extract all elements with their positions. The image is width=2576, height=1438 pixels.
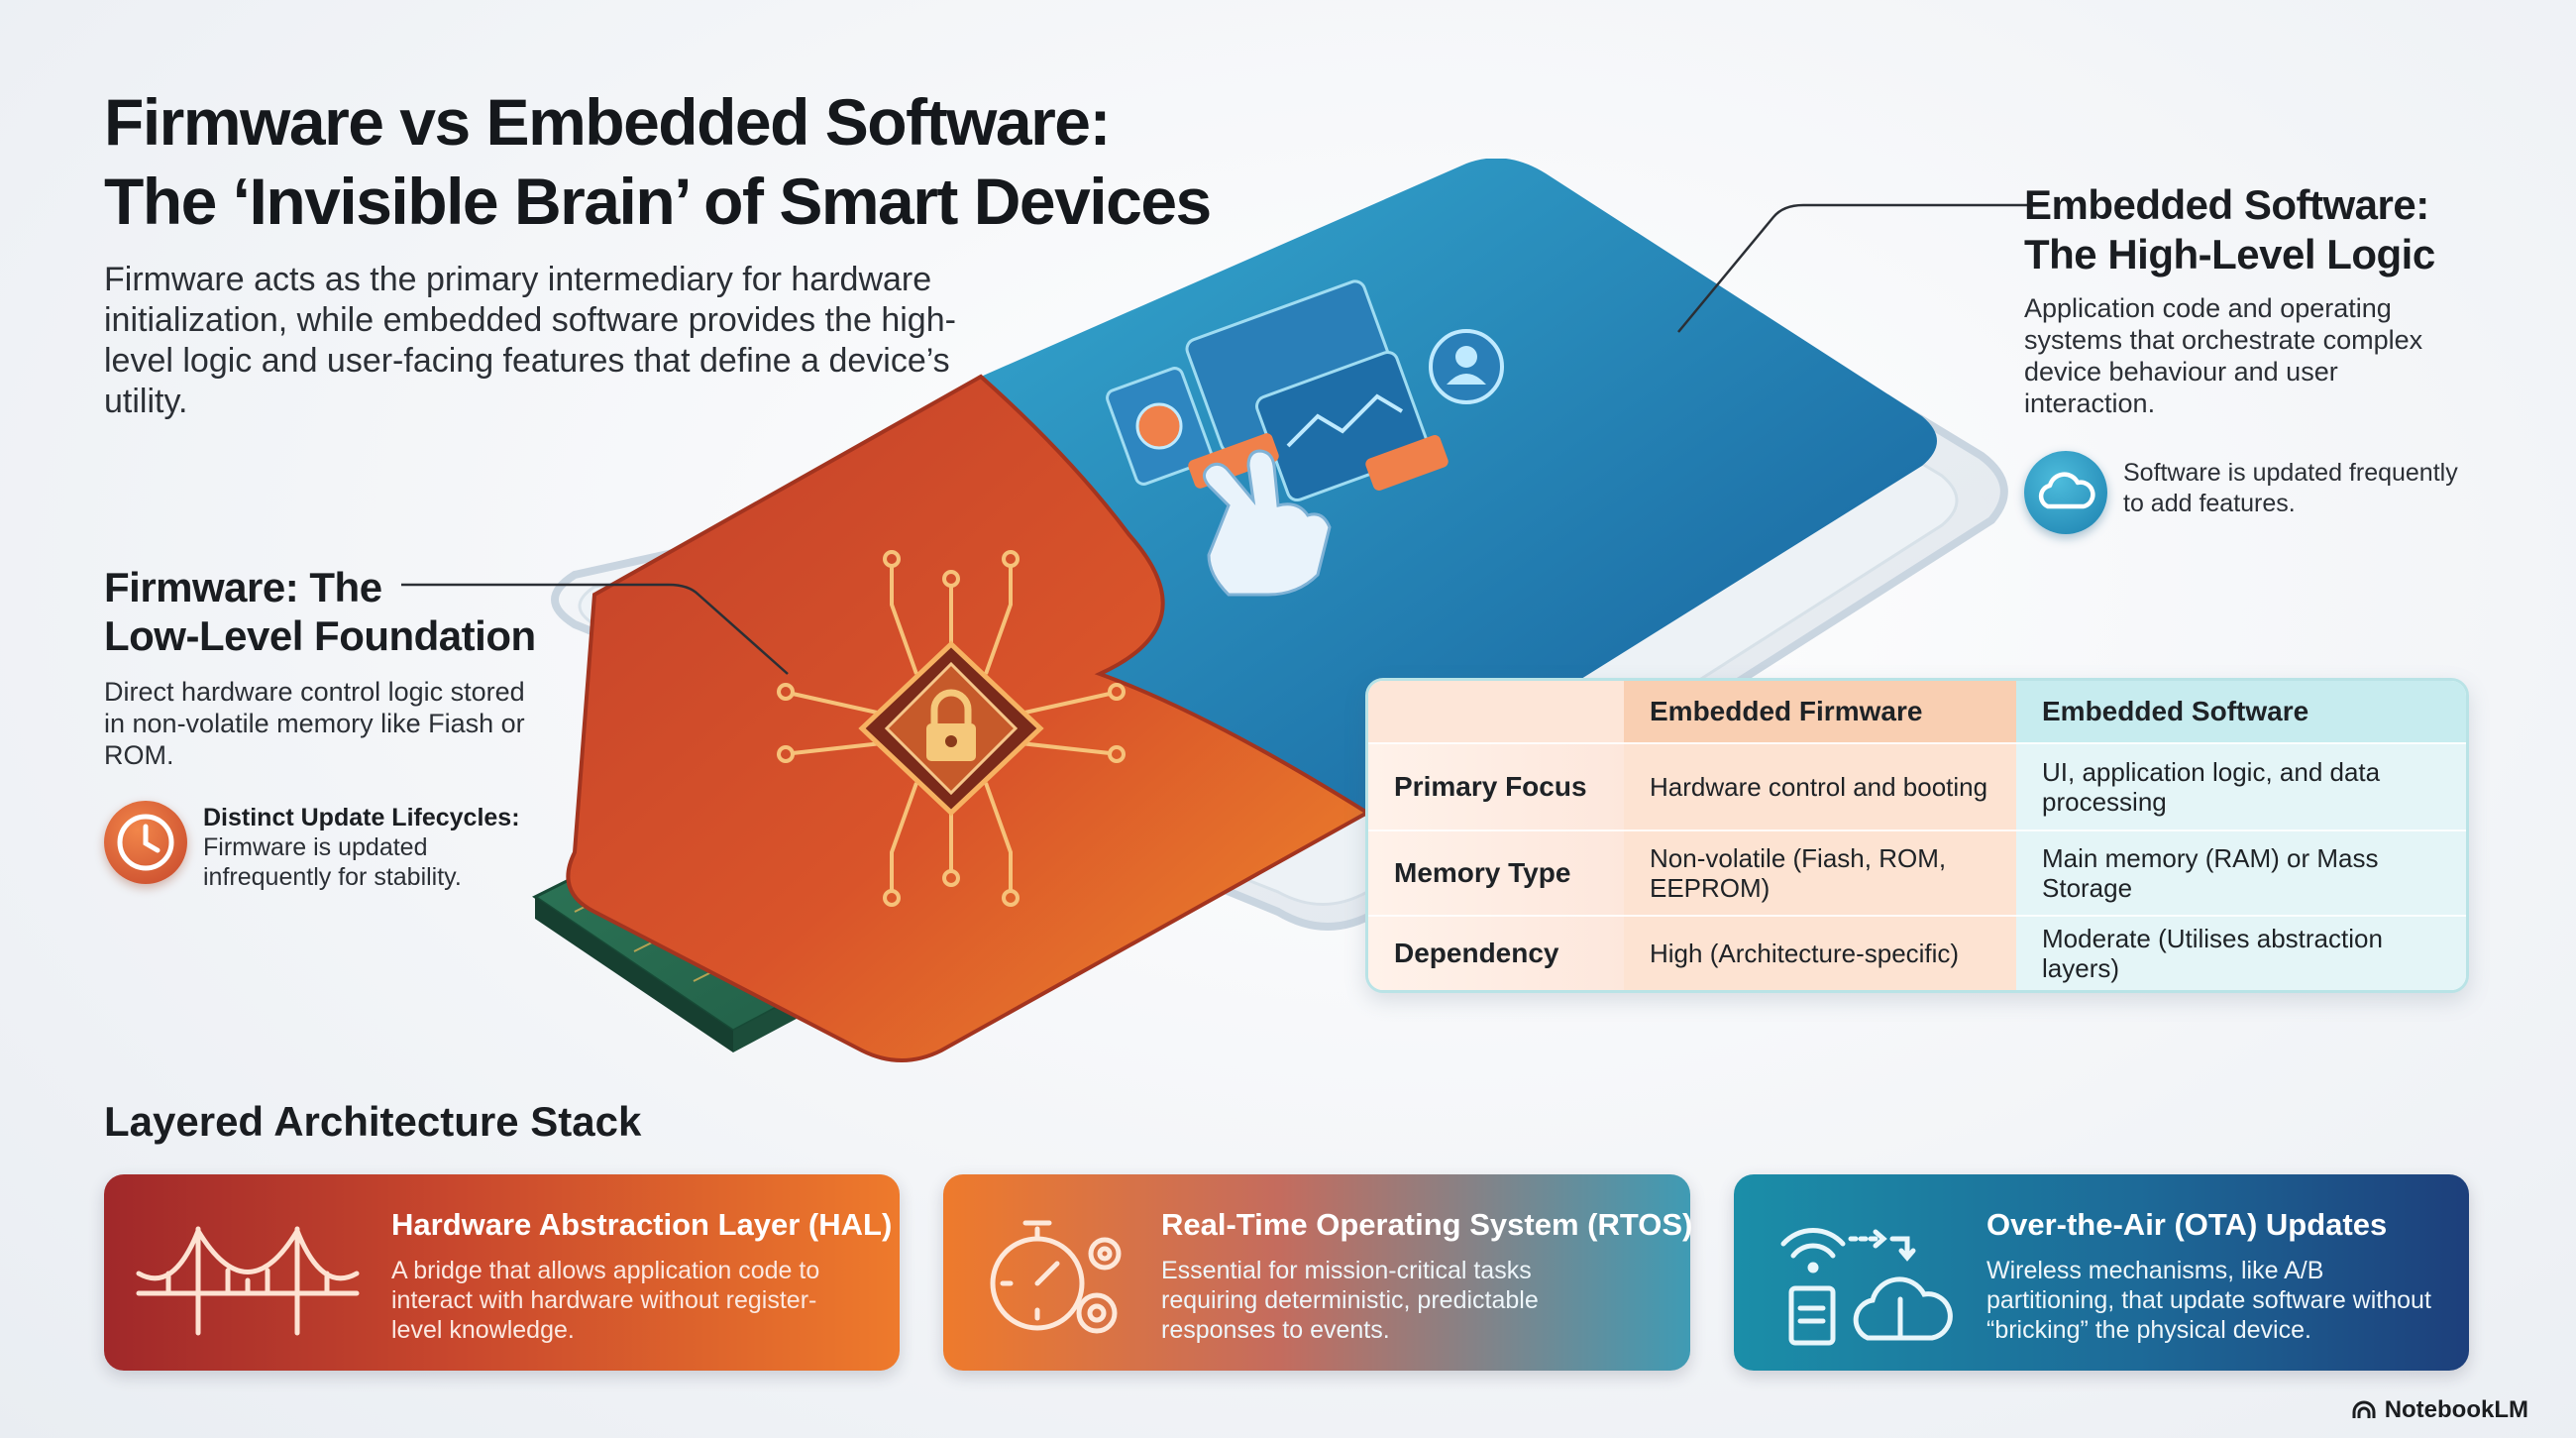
table-corner-cell xyxy=(1368,681,1624,742)
software-callout-text: Software is updated frequently to add fe… xyxy=(2123,459,2458,517)
card-ota-description: Wireless mechanisms, like A/B partitioni… xyxy=(1986,1257,2431,1344)
card-hal-description: A bridge that allows application code to… xyxy=(391,1257,820,1344)
software-heading-line2: The High-Level Logic xyxy=(2024,231,2435,277)
page-title-line1: Firmware vs Embedded Software: xyxy=(104,85,1111,159)
table-cell-software: UI, application logic, and data processi… xyxy=(2016,742,2466,830)
firmware-callout-text: Firmware is updated infrequently for sta… xyxy=(203,833,462,891)
software-leader-line xyxy=(1677,203,2031,333)
table-cell-firmware: Hardware control and booting xyxy=(1624,742,2016,830)
table-cell-firmware: Non-volatile (Fiash, ROM, EEPROM) xyxy=(1624,830,2016,915)
comparison-table: Embedded Firmware Embedded Software Prim… xyxy=(1365,678,2469,993)
brand-name: NotebookLM xyxy=(2384,1396,2528,1423)
software-screen xyxy=(981,159,1937,813)
bridge-icon xyxy=(136,1226,360,1336)
table-cell-software: Moderate (Utilises abstraction layers) xyxy=(2016,915,2466,990)
brand-logo: NotebookLM xyxy=(2351,1396,2528,1424)
table-cell-software: Main memory (RAM) or Mass Storage xyxy=(2016,830,2466,915)
chip-lock-icon xyxy=(777,550,1126,907)
firmware-callout-title: Distinct Update Lifecycles: xyxy=(203,804,520,831)
stopwatch-gears-icon xyxy=(990,1220,1122,1334)
software-heading-line1: Embedded Software: xyxy=(2024,181,2429,228)
stack-title: Layered Architecture Stack xyxy=(104,1098,642,1145)
page-title-line2: The ‘Invisible Brain’ of Smart Devices xyxy=(104,165,1212,238)
firmware-description: Direct hardware control logic stored in … xyxy=(104,677,525,770)
wireless-cloud-icon xyxy=(1780,1228,1953,1346)
card-hal-title: Hardware Abstraction Layer (HAL) xyxy=(391,1207,893,1242)
page-subtitle: Firmware acts as the primary intermediar… xyxy=(104,261,956,420)
software-description: Application code and operating systems t… xyxy=(2024,293,2423,418)
card-ota: Over-the-Air (OTA) Updates Wireless mech… xyxy=(1734,1174,2469,1371)
firmware-heading-line2: Low-Level Foundation xyxy=(104,612,536,659)
table-row-label: Primary Focus xyxy=(1368,742,1624,830)
card-rtos: Real-Time Operating System (RTOS) Essent… xyxy=(943,1174,1693,1371)
dashboard-ui-icon xyxy=(1106,279,1504,597)
cloud-icon xyxy=(2024,451,2107,534)
firmware-heading-line1: Firmware: The xyxy=(104,564,382,610)
table-header-firmware: Embedded Firmware xyxy=(1624,681,2016,742)
card-rtos-title: Real-Time Operating System (RTOS) xyxy=(1161,1207,1693,1242)
table-row-label: Dependency xyxy=(1368,915,1624,990)
firmware-leader-line xyxy=(401,583,789,675)
card-ota-title: Over-the-Air (OTA) Updates xyxy=(1986,1207,2388,1242)
clock-icon xyxy=(104,801,187,884)
table-row-label: Memory Type xyxy=(1368,830,1624,915)
table-header-software: Embedded Software xyxy=(2016,681,2466,742)
table-cell-firmware: High (Architecture-specific) xyxy=(1624,915,2016,990)
card-hal: Hardware Abstraction Layer (HAL) A bridg… xyxy=(104,1174,900,1371)
notebooklm-icon xyxy=(2352,1400,2376,1418)
card-rtos-description: Essential for mission-critical tasks req… xyxy=(1161,1257,1539,1344)
